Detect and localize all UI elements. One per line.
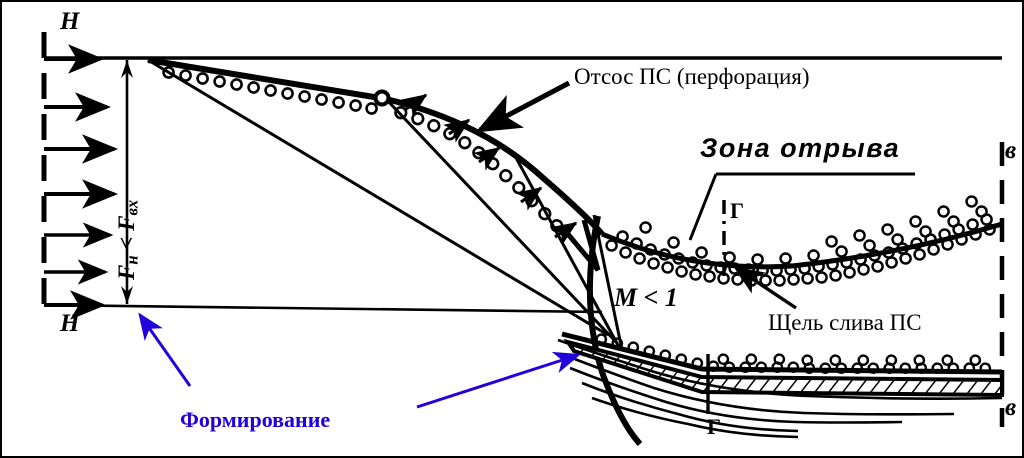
station-v-top-label: в xyxy=(1005,137,1017,164)
separation-zone-curls xyxy=(605,195,996,287)
ramp-knuckle-point xyxy=(373,89,391,107)
station-h-top-label: H xyxy=(60,8,80,35)
spreading-resistance-label: Формирование сопротивления растекания xyxy=(180,359,331,456)
drain-slot-leader xyxy=(733,266,797,310)
lambda-shock-foot xyxy=(560,219,601,272)
suction-callout-leader xyxy=(475,80,571,133)
section-gamma-lower-label: Г xyxy=(707,414,721,439)
station-v-bottom-label: в xyxy=(1005,394,1017,421)
section-gamma-upper-label: Г xyxy=(730,198,744,223)
force-dimension-arrow xyxy=(121,60,133,304)
suction-callout-label: Отсос ПС (перфорация) xyxy=(574,64,810,89)
drain-slot-curls xyxy=(595,333,992,374)
drain-slot-label: Щель слива ПС xyxy=(768,310,922,335)
shock-wave-lines xyxy=(147,58,624,351)
spreading-resistance-line-1: Формирование xyxy=(180,407,331,433)
blue-leader-arrows xyxy=(138,312,581,409)
force-relation-label: Fн < Fвх xyxy=(114,199,142,280)
station-h-bottom-label: H xyxy=(60,310,80,337)
lower-reference-line xyxy=(43,303,603,314)
inflow-arrow-group xyxy=(44,44,118,320)
mach-subsonic-label: M < 1 xyxy=(614,283,678,312)
lower-streamlines xyxy=(557,338,1003,439)
separation-zone-label: Зона отрыва xyxy=(700,133,901,163)
separation-zone-leader xyxy=(688,172,915,241)
